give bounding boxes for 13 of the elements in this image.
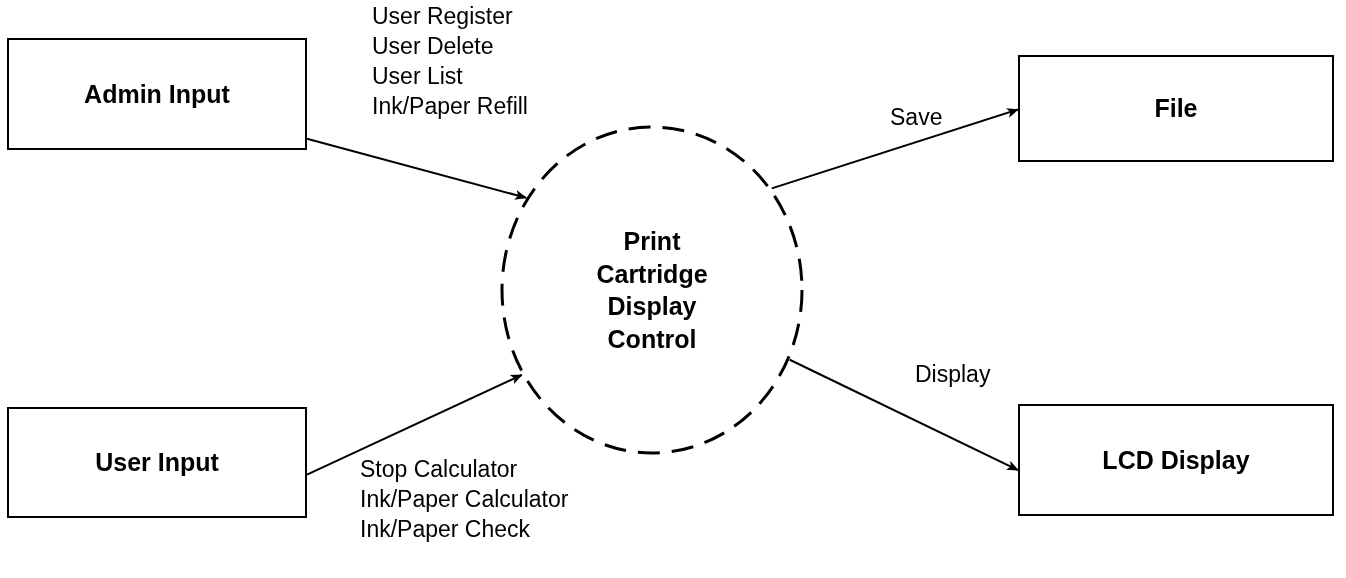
node-label: User Input: [95, 448, 219, 477]
node-label: Print Cartridge Display Control: [595, 226, 709, 355]
arrow: [306, 137, 527, 200]
node-label: File: [1154, 94, 1198, 123]
node-label: LCD Display: [1102, 445, 1250, 475]
arrow: [770, 108, 1019, 190]
entity-box: [1018, 404, 1334, 516]
node-label: Admin Input: [84, 79, 230, 109]
arrow: [788, 358, 1019, 472]
arrow: [306, 374, 523, 476]
entity-box: [1018, 55, 1334, 162]
entity-box: [7, 38, 307, 150]
entity-box: [7, 407, 307, 518]
